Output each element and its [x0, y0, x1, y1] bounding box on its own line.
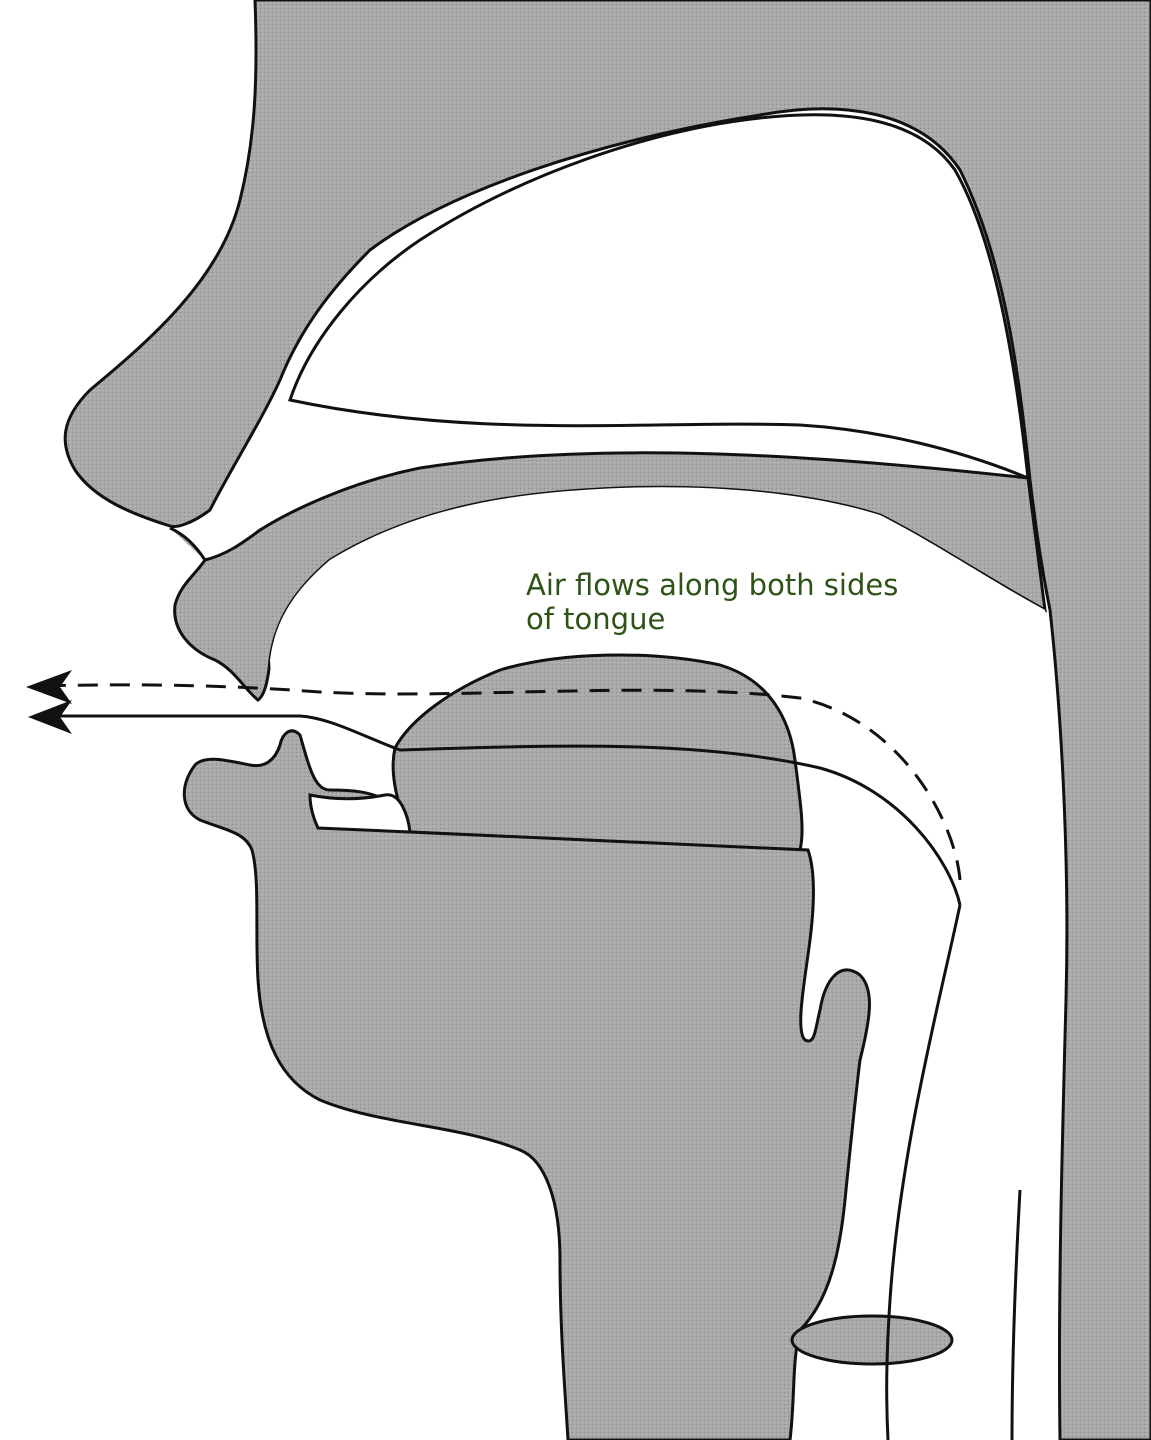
airflow-annotation: Air flows along both sides of tongue [526, 568, 946, 636]
vocal-folds [792, 1316, 952, 1364]
lateral-airflow-arrowhead [26, 670, 72, 704]
sublingual-space [310, 795, 410, 832]
